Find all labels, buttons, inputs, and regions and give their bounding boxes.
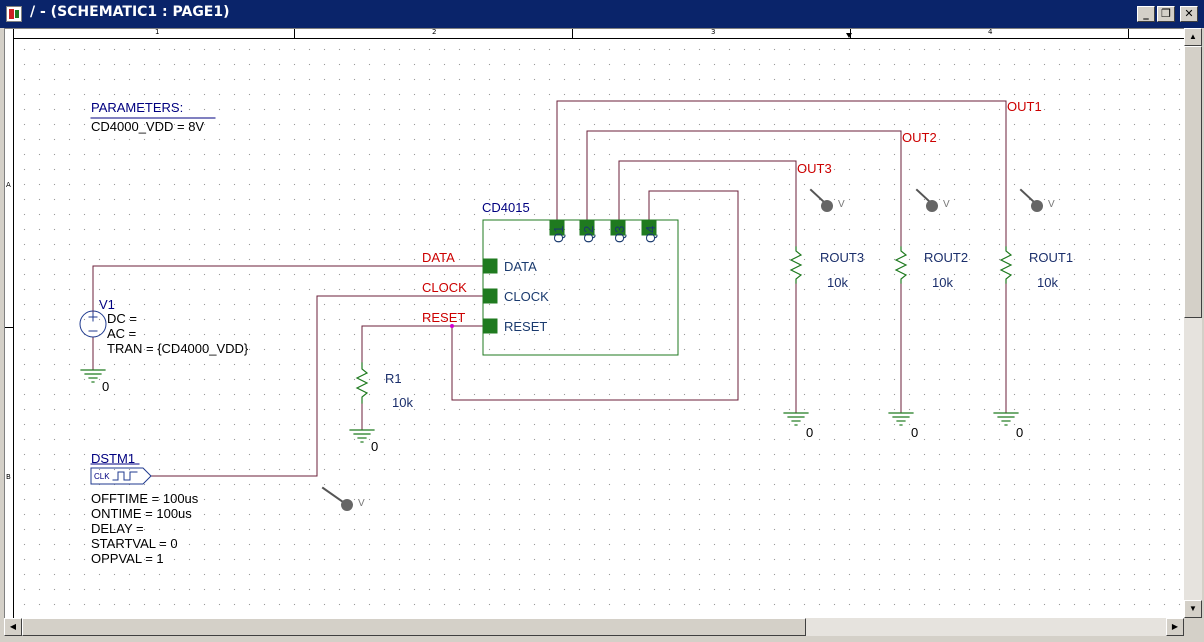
horizontal-scroll-thumb[interactable]: [22, 618, 806, 636]
voltage-probe-clock[interactable]: [340, 498, 356, 514]
r1-ground-label: 0: [371, 439, 379, 454]
dstm1-oppval[interactable]: OPPVAL = 1: [91, 551, 164, 566]
pin-q2: [579, 220, 595, 236]
v1-tran[interactable]: TRAN = {CD4000_VDD}: [107, 341, 249, 356]
r1-value[interactable]: 10k: [392, 395, 413, 410]
close-button[interactable]: ✕: [1180, 6, 1198, 22]
net-label-out2[interactable]: OUT2: [902, 130, 937, 145]
rout1-ground-label: 0: [1016, 425, 1024, 440]
probe-out3-v: V: [838, 199, 845, 210]
resistor-zigzags: [355, 246, 1013, 404]
horizontal-scrollbar[interactable]: ◀ ▶: [4, 618, 1184, 636]
dstm1-symbol: [90, 467, 152, 485]
left-ruler: A B: [5, 29, 14, 619]
cd4015-ic: [482, 219, 679, 356]
ic-pin-label-clock: CLOCK: [504, 289, 549, 304]
rout3-refdes[interactable]: ROUT3: [820, 250, 865, 265]
wire-out2: [586, 130, 902, 248]
ic-pin-label-q4: Q4: [643, 225, 658, 243]
rout1-refdes[interactable]: ROUT1: [1029, 250, 1074, 265]
ruler-number-4: 4: [988, 28, 993, 36]
minimize-button[interactable]: _: [1137, 6, 1155, 22]
wire-reset: [361, 325, 484, 364]
dstm1-delay[interactable]: DELAY =: [91, 521, 144, 536]
net-label-reset[interactable]: RESET: [422, 310, 466, 325]
voltage-probe-out1[interactable]: [1030, 199, 1046, 215]
vertical-scrollbar[interactable]: ▲ ▼: [1184, 28, 1202, 618]
schematic-drawing: [79, 33, 1043, 511]
ruler-number-3: 3: [711, 28, 716, 36]
wire-data: [92, 265, 484, 316]
scroll-right-button[interactable]: ▶: [1166, 618, 1184, 636]
wires: [92, 100, 1007, 477]
scroll-up-button[interactable]: ▲: [1184, 28, 1202, 46]
pin-q3: [610, 220, 626, 236]
window-title: / - (SCHEMATIC1 : PAGE1): [30, 4, 230, 20]
dstm1-offtime[interactable]: OFFTIME = 100us: [91, 491, 199, 506]
scroll-down-button[interactable]: ▼: [1184, 600, 1202, 618]
v1-source: [79, 310, 107, 338]
ic-pin-label-q1: Q1: [551, 225, 566, 243]
dstm1-clk-label: CLK: [94, 472, 110, 481]
v1-ac[interactable]: AC =: [107, 326, 137, 341]
rout2-ground-label: 0: [911, 425, 919, 440]
v1-dc[interactable]: DC =: [107, 311, 137, 326]
rout3-ground-label: 0: [806, 425, 814, 440]
net-label-out3[interactable]: OUT3: [797, 161, 832, 176]
app-icon[interactable]: [6, 6, 22, 22]
dstm1-startval[interactable]: STARTVAL = 0: [91, 536, 178, 551]
reset-junction: [450, 324, 454, 328]
probe-markers: [321, 188, 1036, 504]
voltage-probe-out2[interactable]: [925, 199, 941, 215]
r1-refdes[interactable]: R1: [385, 371, 402, 386]
rout3-value[interactable]: 10k: [827, 275, 848, 290]
scroll-corner: [1184, 618, 1202, 636]
rout2-refdes[interactable]: ROUT2: [924, 250, 969, 265]
vertical-scroll-thumb[interactable]: [1184, 46, 1202, 318]
net-label-out1[interactable]: OUT1: [1007, 99, 1042, 114]
ic-refdes[interactable]: CD4015: [482, 200, 530, 215]
pin-data: [482, 258, 498, 274]
parameters-entry[interactable]: CD4000_VDD = 8V: [91, 119, 205, 134]
pin-q1: [549, 220, 565, 236]
probe-out2-v: V: [943, 199, 950, 210]
pin-reset: [482, 318, 498, 334]
ruler-cursor-marker: [846, 33, 852, 38]
wire-q4-feedback: [451, 190, 739, 401]
net-label-clock[interactable]: CLOCK: [422, 280, 467, 295]
ic-pin-label-q3: Q3: [612, 225, 627, 243]
restore-button[interactable]: ❐: [1157, 6, 1175, 22]
v1-refdes[interactable]: V1: [99, 297, 115, 312]
ruler-number-2: 2: [432, 28, 437, 36]
rout1-value[interactable]: 10k: [1037, 275, 1058, 290]
net-label-data[interactable]: DATA: [422, 250, 455, 265]
ground-symbols: [80, 369, 1019, 443]
pin-q4: [641, 220, 657, 236]
title-bar[interactable]: / - (SCHEMATIC1 : PAGE1) _ ❐ ✕: [0, 0, 1204, 28]
probe-out1-v: V: [1048, 199, 1055, 210]
dstm1-refdes[interactable]: DSTM1: [91, 451, 136, 466]
ruler-number-1: 1: [155, 28, 160, 36]
dstm1-ontime[interactable]: ONTIME = 100us: [91, 506, 192, 521]
scroll-left-button[interactable]: ◀: [4, 618, 22, 636]
pin-clock: [482, 288, 498, 304]
grid-dots: [14, 39, 1185, 619]
ic-pin-label-q2: Q2: [581, 225, 596, 243]
voltage-probe-out3[interactable]: [820, 199, 836, 215]
parameters-heading[interactable]: PARAMETERS:: [91, 100, 184, 115]
schematic-canvas[interactable]: 1 2 3 4 A B: [4, 28, 1185, 619]
ic-pin-label-data: DATA: [504, 259, 537, 274]
ic-pin-label-reset: RESET: [504, 319, 548, 334]
wire-out1: [556, 100, 1007, 248]
probe-clock-v: V: [358, 498, 365, 509]
wire-out3: [618, 160, 797, 248]
v1-ground-label: 0: [102, 379, 110, 394]
ruler-letter-a: A: [6, 181, 11, 189]
wire-clock: [150, 295, 484, 477]
ruler-letter-b: B: [6, 473, 11, 481]
rout2-value[interactable]: 10k: [932, 275, 953, 290]
